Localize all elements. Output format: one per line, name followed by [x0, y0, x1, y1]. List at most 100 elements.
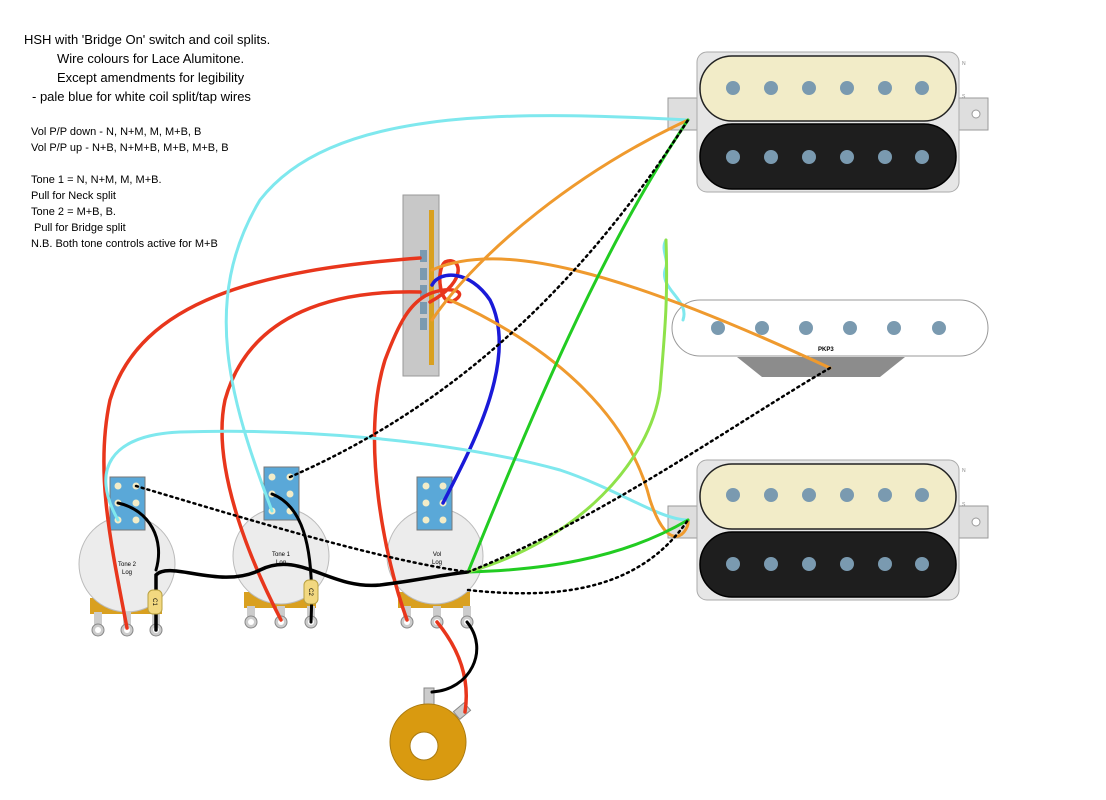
cap-c2-label: C2 [307, 588, 313, 596]
middle-pole [799, 321, 813, 335]
diagram-title-block: HSH with 'Bridge On' switch and coil spl… [24, 30, 270, 106]
neck-pole [878, 150, 892, 164]
neck-screw-hole [971, 109, 981, 119]
switching-notes: Vol P/P down - N, N+M, M, M+B, B Vol P/P… [31, 124, 229, 252]
middle-baseplate [737, 357, 905, 377]
neck-cream-coil [699, 55, 957, 122]
tone2-pot: Tone 2 Log [78, 476, 176, 637]
title-line-1: HSH with 'Bridge On' switch and coil spl… [24, 32, 271, 47]
note-vol-up: Vol P/P up - N+B, N+M+B, M+B, M+B, B [31, 142, 229, 154]
bridge-pole [764, 488, 778, 502]
note-tone1: Tone 1 = N, N+M, M, M+B. [31, 174, 162, 186]
middle-pole [711, 321, 725, 335]
black-ground-wire [154, 562, 470, 632]
red-wire-tone2-to-switch [102, 256, 422, 630]
pale-blue-wire-bridge-split [104, 429, 690, 522]
green-wire-neck [466, 118, 690, 574]
neck-pole [915, 150, 929, 164]
neck-pole [802, 81, 816, 95]
middle-pickup-label: PKP3 [818, 347, 834, 353]
middle-single-coil: PKP3 [671, 299, 989, 377]
light-green-wire-middle [466, 238, 669, 574]
orange-wire-bridge [448, 298, 690, 538]
volume-label: Vol [433, 552, 441, 558]
cap-c1-label: C1 [151, 598, 157, 606]
bare-wire-middle [466, 366, 832, 574]
neck-pole [840, 150, 854, 164]
cap-c2-body [303, 579, 319, 605]
neck-s-label: S [962, 94, 966, 100]
neck-pole [764, 81, 778, 95]
bridge-pole [726, 488, 740, 502]
jack-hole [409, 731, 439, 761]
bridge-pole [915, 557, 929, 571]
bridge-pole [840, 557, 854, 571]
switch-common-rail [429, 210, 434, 365]
black-wire-jack-ground [430, 620, 479, 694]
neck-pole [726, 81, 740, 95]
pale-blue-wire-neck-split [224, 114, 690, 513]
wires [102, 114, 832, 714]
red-wire-tone1-to-switch [220, 290, 422, 622]
title-line-2: Wire colours for Lace Alumitone. [57, 51, 245, 66]
switch-lug [420, 250, 427, 262]
bridge-black-coil [699, 531, 957, 598]
neck-pole-pieces [726, 81, 929, 164]
neck-pole [726, 150, 740, 164]
neck-pole [764, 150, 778, 164]
bridge-pole [878, 557, 892, 571]
neck-black-coil [699, 123, 957, 190]
cap-c1-body [147, 589, 163, 615]
middle-pole-pieces [711, 321, 946, 335]
bridge-pole [764, 557, 778, 571]
bare-wire-tone2 [134, 484, 470, 574]
output-jack [389, 687, 472, 781]
switch-lug [420, 302, 427, 314]
black-wire-tone2-switch [116, 501, 161, 572]
bridge-pole [840, 488, 854, 502]
middle-pole [843, 321, 857, 335]
middle-pole [932, 321, 946, 335]
bridge-s-label: S [962, 502, 966, 508]
bridge-pole [915, 488, 929, 502]
capacitor-c2: C2 [303, 579, 319, 605]
bridge-pole [878, 488, 892, 502]
note-tone1-pull: Pull for Neck split [31, 190, 116, 202]
tone2-taper: Log [122, 570, 132, 576]
neck-n-label: N [962, 61, 966, 67]
orange-wire-neck [430, 118, 690, 322]
bridge-pole [802, 557, 816, 571]
bridge-pole-pieces [726, 488, 929, 571]
neck-pole [878, 81, 892, 95]
switch-lug [420, 318, 427, 330]
capacitor-c1: C1 [147, 589, 163, 615]
neck-humbucker: N S [667, 51, 989, 193]
green-wire-bridge [466, 518, 690, 574]
title-line-4: - pale blue for white coil split/tap wir… [32, 89, 251, 104]
note-tone2-pull: Pull for Bridge split [34, 222, 126, 234]
note-tone2: Tone 2 = M+B, B. [31, 206, 116, 218]
neck-pole [840, 81, 854, 95]
middle-pole [755, 321, 769, 335]
tone2-label: Tone 2 [118, 562, 137, 568]
tone1-label: Tone 1 [272, 552, 291, 558]
bridge-pole [802, 488, 816, 502]
orange-wire-middle [430, 257, 832, 370]
title-line-3: Except amendments for legibility [57, 70, 245, 85]
bridge-humbucker: N S [667, 459, 989, 601]
red-wire-volume-to-jack [435, 620, 469, 714]
red-wire-volume-to-switch [372, 259, 462, 622]
bridge-cream-coil [699, 463, 957, 530]
switch-lug [420, 268, 427, 280]
bare-wire-bridge [466, 518, 690, 595]
neck-pole [802, 150, 816, 164]
switch-lug [420, 285, 427, 297]
tone2-switch-lugs [114, 482, 140, 524]
volume-taper: Log [432, 560, 442, 566]
neck-pole [915, 81, 929, 95]
note-vol-down: Vol P/P down - N, N+M, M, M+B, B [31, 126, 202, 138]
bridge-n-label: N [962, 468, 966, 474]
middle-pole [887, 321, 901, 335]
volume-push-pull-switch [416, 476, 453, 531]
